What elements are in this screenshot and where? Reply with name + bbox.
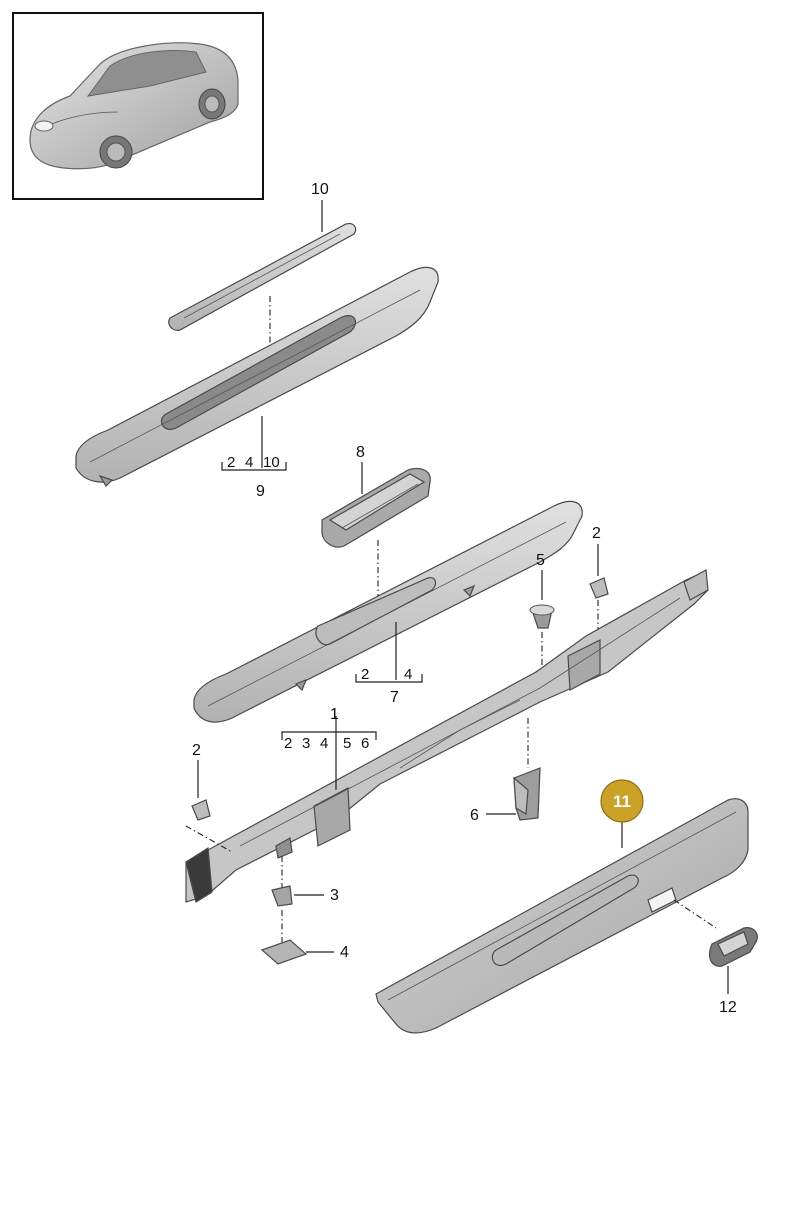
callout-1: 1 xyxy=(330,706,339,723)
svg-text:2: 2 xyxy=(284,735,292,752)
callout-2-right: 2 xyxy=(592,525,601,542)
svg-text:2: 2 xyxy=(361,666,369,683)
part-2-clip-right xyxy=(589,577,609,599)
callout-4: 4 xyxy=(340,944,349,961)
part-9-sill-cover xyxy=(75,266,439,487)
callout-6: 6 xyxy=(470,807,479,824)
callout-2-left: 2 xyxy=(192,742,201,759)
part-5-clip xyxy=(529,604,555,629)
highlight-circle xyxy=(600,779,644,823)
callout-9: 9 xyxy=(256,483,265,500)
callout-7: 7 xyxy=(390,689,399,706)
part-2-clip-left xyxy=(191,799,211,821)
part-7-inner-panel xyxy=(193,500,583,723)
callout-8: 8 xyxy=(356,444,365,461)
svg-text:2: 2 xyxy=(227,454,235,471)
svg-text:4: 4 xyxy=(404,666,412,683)
part-10-trim-strip xyxy=(168,223,357,331)
svg-text:3: 3 xyxy=(302,735,310,752)
svg-text:4: 4 xyxy=(320,735,328,752)
svg-text:4: 4 xyxy=(245,454,253,471)
part-3-clip xyxy=(271,885,293,907)
part-11-sill-guard xyxy=(375,798,749,1034)
svg-text:6: 6 xyxy=(361,735,369,752)
vehicle-thumbnail xyxy=(12,12,264,200)
car-icon xyxy=(29,42,239,170)
part-4-pad xyxy=(260,939,308,965)
part-12-bezel xyxy=(709,927,758,967)
svg-text:10: 10 xyxy=(263,454,280,471)
callout-3: 3 xyxy=(330,887,339,904)
part-8-switch xyxy=(321,467,431,548)
callout-10: 10 xyxy=(311,181,329,198)
svg-text:5: 5 xyxy=(343,735,351,752)
callout-12: 12 xyxy=(719,999,737,1016)
subref-group-9: 2 4 10 xyxy=(221,454,287,471)
subref-group-7: 2 4 xyxy=(355,666,423,683)
callout-5: 5 xyxy=(536,552,545,569)
callout-11: 11 xyxy=(613,792,631,811)
subref-group-1: 2 3 4 5 6 xyxy=(281,731,377,752)
part-1-carrier xyxy=(185,569,709,903)
highlight-badge-11: 11 xyxy=(600,779,644,823)
part-6-bracket xyxy=(513,767,541,821)
